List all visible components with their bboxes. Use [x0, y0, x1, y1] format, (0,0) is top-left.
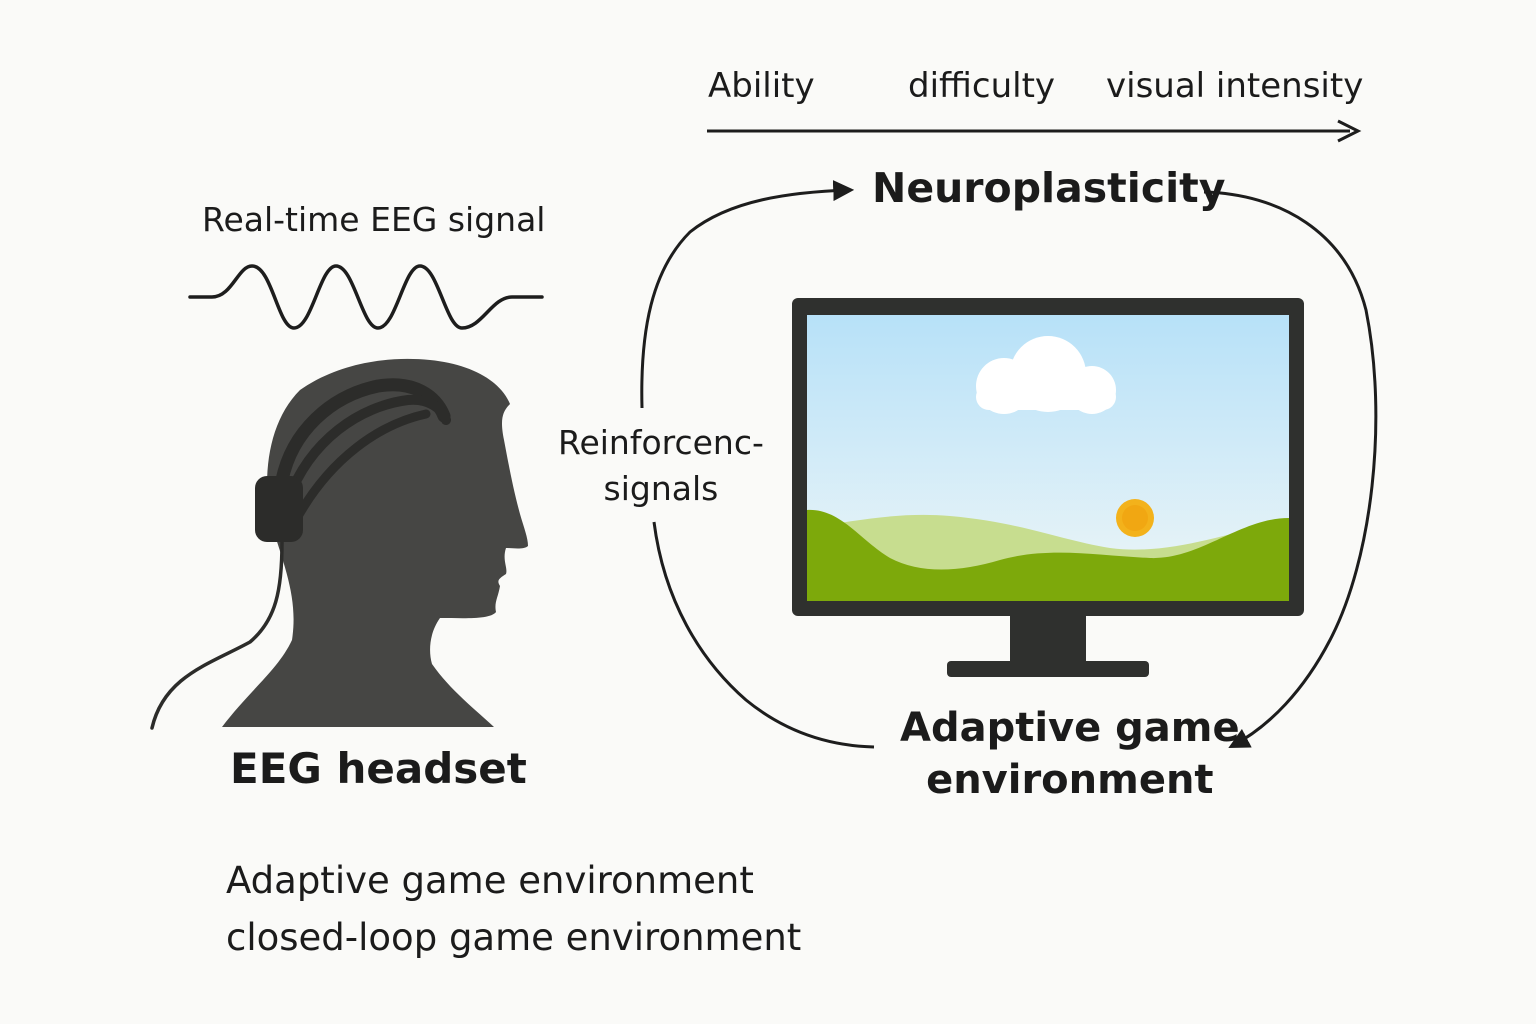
headset-icon — [275, 378, 451, 525]
axis-label-difficulty: difficulty — [908, 66, 1056, 106]
axis-label-visual-intensity: visual intensity — [1106, 66, 1364, 106]
monitor-base — [947, 661, 1149, 677]
axis-arrow — [707, 119, 1362, 143]
neuroplasticity-arrow — [1203, 190, 1378, 748]
eeg-wave-icon — [188, 264, 544, 330]
caption-line2: closed-loop game environment — [226, 916, 802, 959]
headset-cable — [150, 540, 284, 730]
adaptive-game-label-line1: Adaptive game — [900, 705, 1240, 751]
monitor-icon — [792, 298, 1304, 677]
neuroplasticity-label: Neuroplasticity — [872, 164, 1226, 212]
axis-label-ability: Ability — [708, 66, 815, 106]
reinforcement-arrow-up — [640, 180, 855, 409]
reinforcement-label-line2: signals — [603, 469, 719, 508]
adaptive-game-label: Adaptive game environment — [900, 702, 1240, 806]
hill-dark — [807, 509, 1289, 601]
reinforcement-arrow-down — [652, 521, 875, 749]
head-silhouette-icon — [222, 358, 528, 727]
cloud-icon — [976, 336, 1116, 414]
headset-earpiece — [255, 476, 303, 542]
reinforcement-label-line1: Reinforcenc- — [558, 423, 764, 462]
headset-label: EEG headset — [230, 744, 527, 793]
monitor-neck — [1010, 616, 1086, 664]
sun-icon — [1116, 499, 1154, 537]
eeg-signal-label: Real-time EEG signal — [202, 200, 546, 239]
adaptive-game-label-line2: environment — [926, 757, 1214, 803]
caption-line1: Adaptive game environment — [226, 859, 754, 902]
reinforcement-label: Reinforcenc- signals — [558, 420, 764, 512]
caption: Adaptive game environment closed-loop ga… — [226, 852, 801, 966]
